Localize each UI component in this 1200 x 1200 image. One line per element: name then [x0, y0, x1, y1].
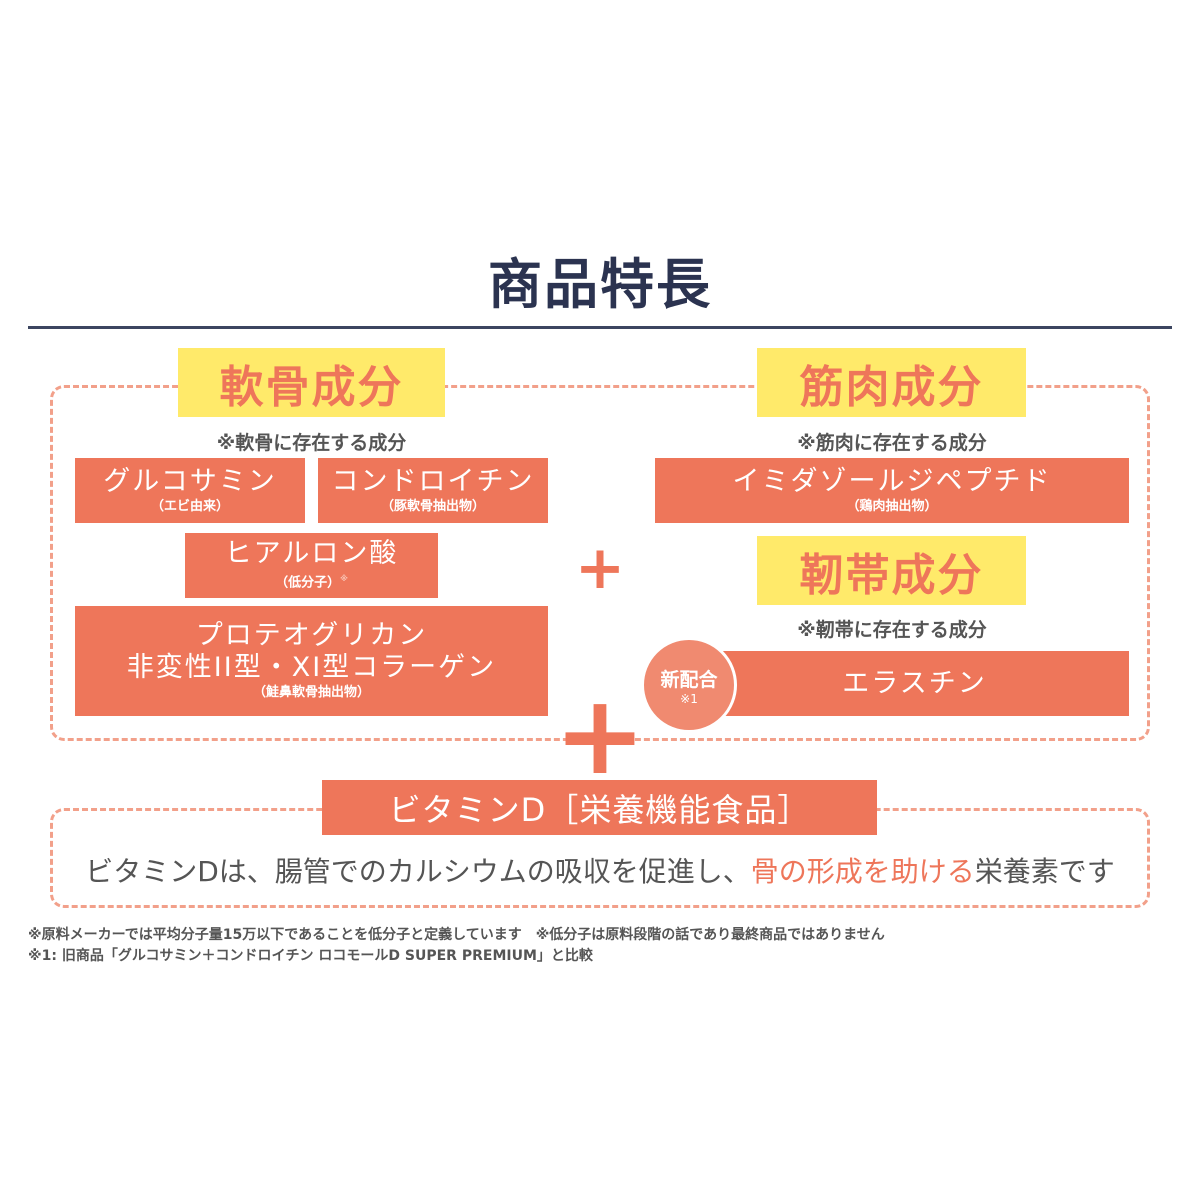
ingredient-elastin: エラスチン: [700, 651, 1129, 716]
title-divider: [28, 326, 1172, 329]
muscle-note: ※筋肉に存在する成分: [797, 432, 987, 454]
vitamin-heading: ビタミンD［栄養機能食品］: [388, 790, 811, 829]
ingredients-panel: [50, 385, 1150, 741]
cartilage-note: ※軟骨に存在する成分: [216, 432, 407, 454]
new-formula-badge: 新配合 ※1: [641, 637, 737, 733]
ingredient-name: ヒアルロン酸: [224, 538, 399, 570]
vitamin-description: ビタミンDは、腸管でのカルシウムの吸収を促進し、骨の形成を助ける栄養素です: [50, 850, 1150, 890]
ingredient-glucosamine: グルコサミン （エビ由来）: [75, 458, 305, 523]
vitamin-text: ビタミンDは、腸管でのカルシウムの吸収を促進し、: [85, 855, 751, 888]
ingredient-source: （鶏肉抽出物）: [846, 498, 938, 514]
badge-footnote: ※1: [680, 691, 698, 706]
ligament-heading: 靭帯成分: [757, 536, 1026, 605]
ingredient-source: （低分子）: [275, 575, 341, 591]
ingredient-name-line1: プロテオグリカン: [195, 620, 428, 651]
ingredient-name: エラスチン: [842, 667, 987, 699]
ingredient-name: コンドロイチン: [331, 465, 535, 497]
plus-icon: +: [574, 533, 626, 603]
plus-icon-large: +: [553, 671, 647, 799]
ligament-note: ※靭帯に存在する成分: [797, 619, 987, 641]
badge-text: 新配合: [660, 668, 718, 691]
ingredient-source: （鮭鼻軟骨抽出物）: [252, 685, 370, 700]
ingredient-source: （エビ由来）: [150, 498, 229, 514]
footnote-mark: ※: [340, 574, 348, 584]
vitamin-text-highlight: 骨の形成を助ける: [750, 855, 975, 888]
cartilage-heading: 軟骨成分: [178, 348, 445, 417]
ingredient-name: イミダゾールジペプチド: [732, 465, 1052, 497]
ingredient-chondroitin: コンドロイチン （豚軟骨抽出物）: [318, 458, 548, 523]
vitamin-text: 栄養素です: [974, 855, 1115, 888]
ingredient-source: （豚軟骨抽出物）: [380, 498, 485, 514]
ingredient-proteoglycan-collagen: プロテオグリカン 非変性II型・XI型コラーゲン （鮭鼻軟骨抽出物）: [75, 606, 548, 716]
ingredient-hyaluronic-acid: ヒアルロン酸 （低分子）※: [185, 533, 438, 598]
ingredient-imidazole-dipeptide: イミダゾールジペプチド （鶏肉抽出物）: [655, 458, 1129, 523]
page-title: 商品特長: [488, 253, 712, 316]
vitamin-heading-box: ビタミンD［栄養機能食品］: [322, 780, 877, 835]
muscle-heading: 筋肉成分: [757, 348, 1026, 417]
ingredient-name-line2: 非変性II型・XI型コラーゲン: [126, 652, 497, 683]
footnote: ※原料メーカーでは平均分子量15万以下であることを低分子と定義しています ※低分…: [28, 927, 885, 943]
ingredient-name: グルコサミン: [103, 465, 277, 497]
footnote: ※1: 旧商品「グルコサミン＋コンドロイチン ロコモールD SUPER PREM…: [28, 948, 593, 964]
